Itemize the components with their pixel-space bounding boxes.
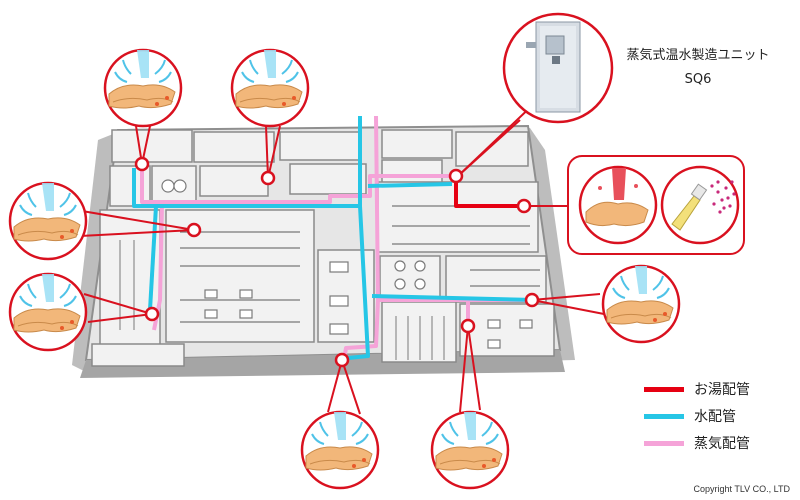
copyright-text: Copyright TLV CO., LTD (693, 484, 790, 494)
water-pipes (132, 116, 537, 360)
sanitizer-spray-icon (671, 180, 736, 231)
legend-label: 水配管 (694, 409, 736, 425)
hot-water-pipes (454, 174, 522, 208)
water-heater-unit-icon (502, 12, 614, 124)
legend-swatch (644, 440, 684, 446)
legend-label: お湯配管 (694, 382, 750, 398)
usage-point-markers (134, 156, 540, 368)
hot-water-usage-box (567, 155, 745, 255)
legend-hot-water: お湯配管 (644, 379, 750, 399)
product-name: 蒸気式温水製造ユニット (626, 48, 770, 63)
product-model: SQ6 (684, 72, 712, 87)
legend-swatch (644, 386, 684, 392)
legend-swatch (644, 413, 684, 419)
legend-steam: 蒸気配管 (644, 433, 750, 453)
legend-water: 水配管 (644, 406, 736, 426)
legend-label: 蒸気配管 (694, 436, 750, 452)
callout-lines (75, 99, 605, 415)
